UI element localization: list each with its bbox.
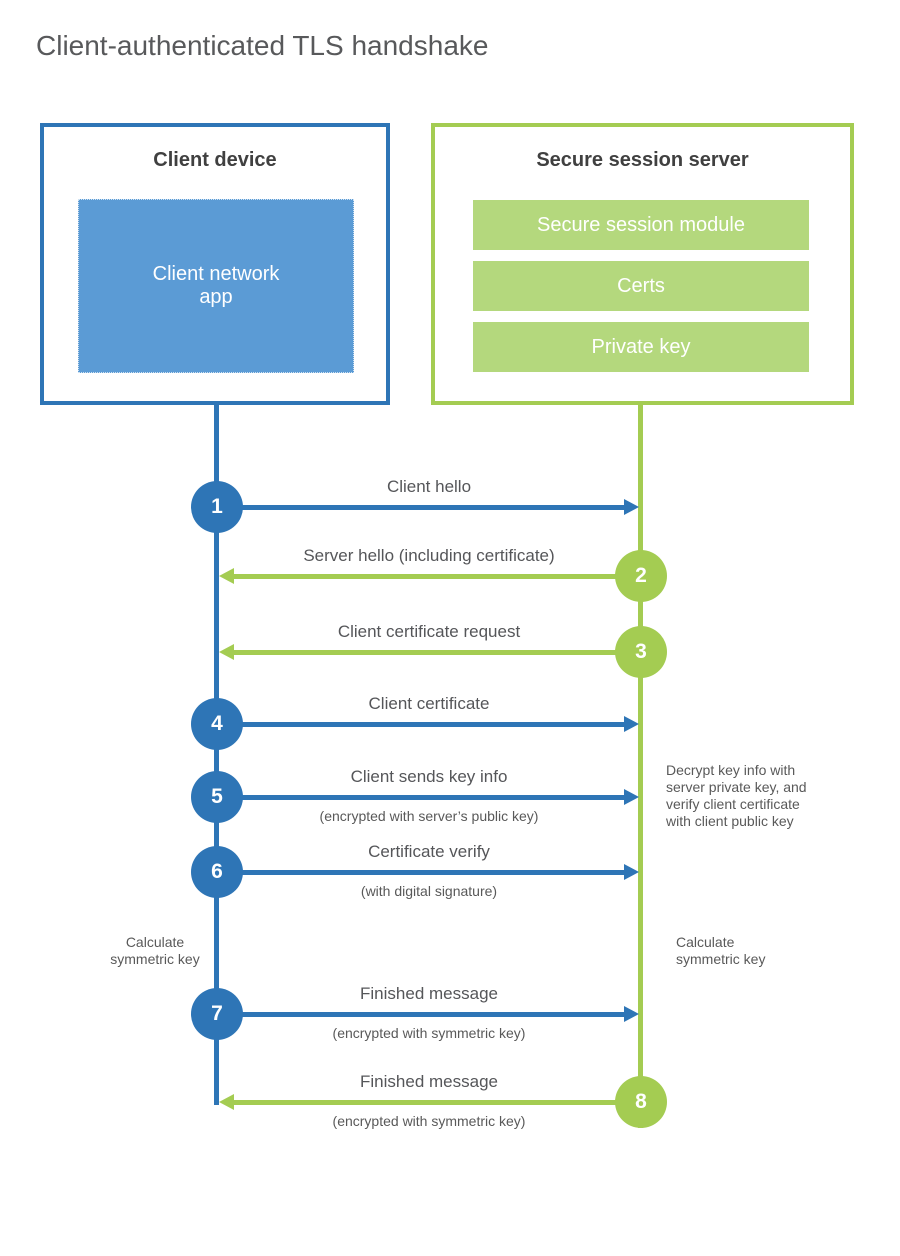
client-network-app-box: Client network app (78, 199, 354, 373)
message-label-2: Server hello (including certificate) (303, 546, 555, 565)
note-decrypt-key-info: Decrypt key info with server private key… (666, 762, 807, 829)
step-circle-2: 2 (615, 550, 667, 602)
arrowhead-right-icon (624, 499, 639, 515)
arrowhead-left-icon (219, 644, 234, 660)
message-sub-7: (encrypted with symmetric key) (332, 1025, 526, 1041)
server-lifeline (638, 405, 643, 1128)
note-calculate-symmetric-key-server: Calculate symmetric key (676, 934, 766, 967)
message-line-2 (234, 574, 618, 579)
arrowhead-right-icon (624, 789, 639, 805)
message-sub-6: (with digital signature) (360, 883, 498, 899)
certs-label: Certs (617, 274, 665, 297)
certs-bar: Certs (473, 261, 809, 311)
step-circle-7: 7 (191, 988, 243, 1040)
message-line-1 (240, 505, 624, 510)
message-label-6: Certificate verify (368, 842, 490, 861)
message-label-4: Client certificate (368, 694, 490, 713)
arrowhead-left-icon (219, 568, 234, 584)
note-calculate-symmetric-key-client: Calculate symmetric key (110, 934, 200, 967)
step-number-7: 7 (211, 1002, 223, 1025)
step-number-3: 3 (635, 640, 647, 663)
private-key-bar: Private key (473, 322, 809, 372)
client-network-app-label: Client network app (152, 263, 280, 308)
message-line-6 (240, 870, 624, 875)
message-line-4 (240, 722, 624, 727)
message-label-1: Client hello (386, 477, 472, 496)
step-number-6: 6 (211, 860, 223, 883)
step-number-4: 4 (211, 712, 223, 735)
private-key-label: Private key (591, 335, 691, 358)
step-circle-6: 6 (191, 846, 243, 898)
message-label-5: Client sends key info (350, 767, 508, 786)
arrowhead-right-icon (624, 1006, 639, 1022)
message-line-8 (234, 1100, 618, 1105)
message-sub-5: (encrypted with server’s public key) (319, 808, 539, 824)
secure-session-module-bar: Secure session module (473, 200, 809, 250)
step-circle-4: 4 (191, 698, 243, 750)
step-number-5: 5 (211, 785, 223, 808)
message-sub-8: (encrypted with symmetric key) (332, 1113, 526, 1129)
client-lifeline (214, 405, 219, 1105)
message-line-3 (234, 650, 618, 655)
client-device-box: Client device Client network app (40, 123, 390, 405)
arrowhead-left-icon (219, 1094, 234, 1110)
step-circle-1: 1 (191, 481, 243, 533)
secure-session-module-label: Secure session module (537, 213, 745, 236)
arrowhead-right-icon (624, 716, 639, 732)
client-device-header: Client device (153, 149, 277, 171)
message-label-8: Finished message (360, 1072, 498, 1091)
secure-session-server-header: Secure session server (536, 149, 749, 171)
message-line-7 (240, 1012, 624, 1017)
message-label-3: Client certificate request (337, 622, 521, 641)
step-circle-8: 8 (615, 1076, 667, 1128)
step-number-2: 2 (635, 564, 647, 587)
step-number-8: 8 (635, 1090, 647, 1113)
message-line-5 (240, 795, 624, 800)
page-title: Client-authenticated TLS handshake (36, 30, 489, 61)
step-circle-3: 3 (615, 626, 667, 678)
step-number-1: 1 (211, 495, 223, 518)
arrowhead-right-icon (624, 864, 639, 880)
step-circle-5: 5 (191, 771, 243, 823)
message-label-7: Finished message (360, 984, 498, 1003)
secure-session-server-box: Secure session server Secure session mod… (431, 123, 854, 405)
